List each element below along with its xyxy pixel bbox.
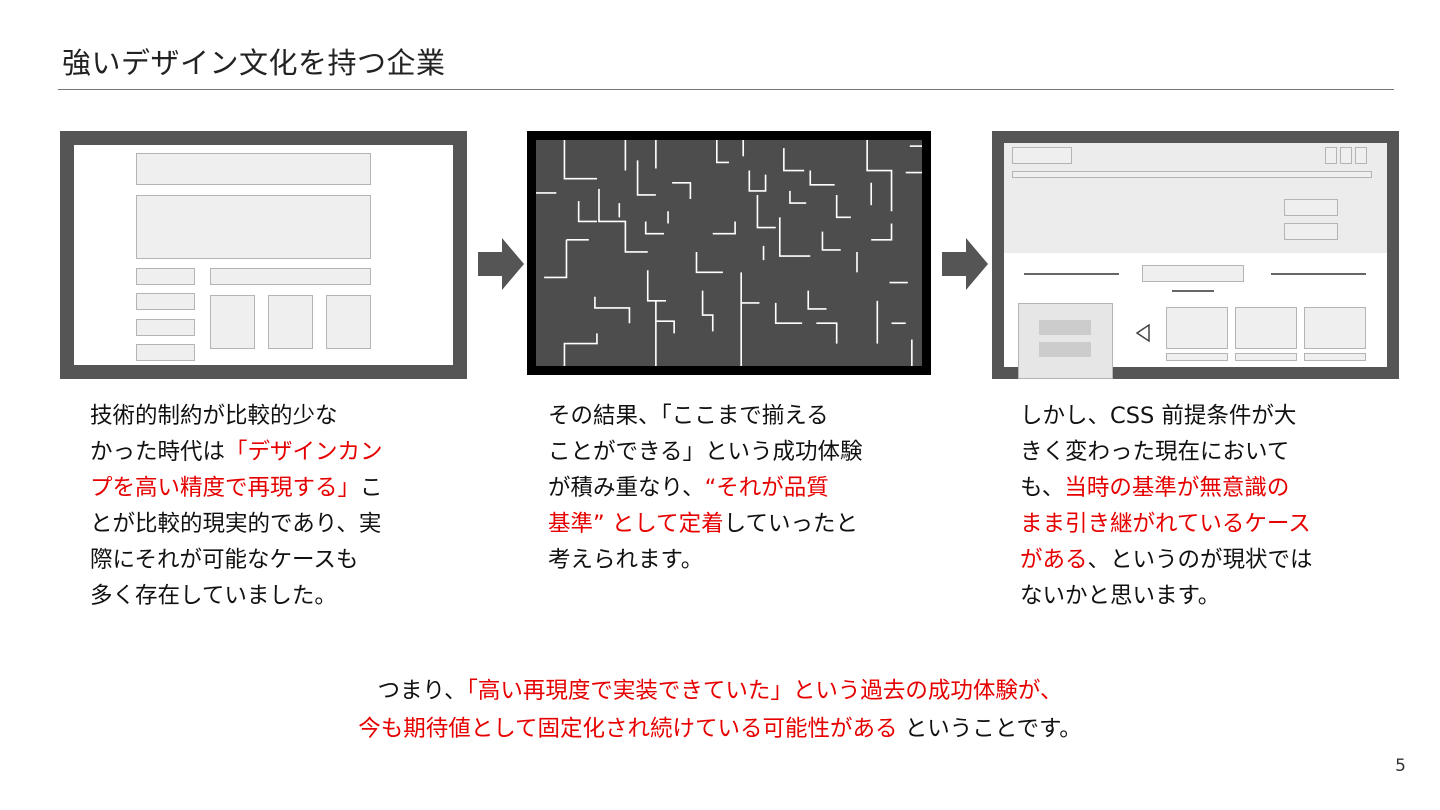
body-text: つまり、 (378, 678, 467, 704)
highlighted-text: 「デザインカン (225, 439, 383, 465)
text-line: その結果、「ここまで揃える (548, 398, 928, 434)
body-text: かった時代は (90, 439, 225, 465)
text-line: 多く存在していました。 (90, 578, 450, 614)
carousel-prev-arrow-icon (1135, 323, 1151, 343)
slide-title: 強いデザイン文化を持つ企業 (62, 40, 446, 82)
body-text: こ (360, 475, 383, 501)
page-number: 5 (1395, 756, 1406, 776)
window-control-icon (1340, 147, 1352, 164)
text-line: 考えられます。 (548, 542, 928, 578)
complex-maze-illustration (527, 131, 931, 375)
window-control-icon (1325, 147, 1337, 164)
body-text: 際にそれが可能なケースも (90, 547, 358, 573)
wireframe-sidebar-item (136, 319, 195, 336)
body-text: ことができる」という成功体験 (548, 439, 863, 465)
wireframe-logo-block (1012, 147, 1072, 164)
right-arrow-icon (942, 238, 988, 290)
title-divider (58, 89, 1394, 90)
body-text: 技術的制約が比較的少な (90, 403, 338, 429)
wireframe-header-block (136, 153, 371, 185)
wireframe-card (268, 295, 313, 349)
highlighted-text: “それが品質 (705, 475, 829, 501)
wireframe-sidebar-item (136, 344, 195, 361)
body-text: 、というのが現状では (1088, 547, 1313, 573)
body-text: していったと (724, 511, 858, 537)
wireframe-hero-button (1284, 223, 1338, 240)
wireframe-card (210, 295, 255, 349)
section-title-underline (1172, 290, 1214, 292)
wireframe-sidebar-item (136, 268, 195, 285)
text-line: とが比較的現実的であり、実 (90, 506, 450, 542)
highlighted-text: 当時の基準が無意識の (1064, 475, 1289, 501)
body-text: 考えられます。 (548, 547, 703, 573)
body-text: が積み重なり、 (548, 475, 705, 501)
wireframe-content-bar (210, 268, 371, 285)
traditional-layout-wireframe (60, 131, 467, 379)
description-past: 技術的制約が比較的少なかった時代は「デザインカンプを高い精度で再現する」ことが比… (90, 398, 450, 614)
body-text: も、 (1020, 475, 1064, 501)
text-line: 技術的制約が比較的少な (90, 398, 450, 434)
wireframe-carousel-card (1166, 307, 1228, 349)
highlighted-text: 今も期待値として固定化され続けている可能性がある (358, 716, 897, 742)
text-line: 今も期待値として固定化され続けている可能性がある ということです。 (0, 710, 1440, 748)
description-present: しかし、CSS 前提条件が大きく変わった現在においても、当時の基準が無意識のまま… (1020, 398, 1400, 614)
highlighted-text: まま引き継がれているケース (1020, 511, 1311, 537)
text-line: つまり、「高い再現度で実装できていた」という過去の成功体験が、 (0, 672, 1440, 710)
body-text: ないかと思います。 (1020, 583, 1220, 609)
wireframe-sidebar-item (136, 293, 195, 310)
body-text: しかし、CSS 前提条件が大 (1020, 403, 1296, 429)
highlighted-text: プを高い精度で再現する」 (90, 475, 360, 501)
window-control-icon (1355, 147, 1367, 164)
body-text: ということです。 (898, 716, 1082, 742)
highlighted-text: がある (1020, 547, 1088, 573)
wireframe-nav-bar (1012, 171, 1372, 178)
highlighted-text: 基準” として定着 (548, 511, 724, 537)
body-text: とが比較的現実的であり、実 (90, 511, 381, 537)
text-line: しかし、CSS 前提条件が大 (1020, 398, 1400, 434)
wireframe-feature-line (1039, 320, 1091, 335)
description-result: その結果、「ここまで揃えることができる」という成功体験が積み重なり、“それが品質… (548, 398, 928, 578)
text-line: も、当時の基準が無意識の (1020, 470, 1400, 506)
section-divider-right (1271, 273, 1366, 275)
wireframe-section-title (1142, 265, 1244, 282)
text-line: ないかと思います。 (1020, 578, 1400, 614)
body-text: 多く存在していました。 (90, 583, 337, 609)
body-text: きく変わった現在において (1020, 439, 1289, 465)
body-text: その結果、「ここまで揃える (548, 403, 829, 429)
highlighted-text: 「高い再現度で実装できていた」という過去の成功体験が、 (467, 678, 1063, 704)
text-line: がある、というのが現状では (1020, 542, 1400, 578)
right-arrow-icon (478, 238, 524, 290)
text-line: が積み重なり、“それが品質 (548, 470, 928, 506)
wireframe-card-caption (1166, 353, 1228, 361)
text-line: プを高い精度で再現する」こ (90, 470, 450, 506)
wireframe-hero-button (1284, 199, 1338, 216)
text-line: きく変わった現在において (1020, 434, 1400, 470)
text-line: 基準” として定着していったと (548, 506, 928, 542)
wireframe-carousel-card (1235, 307, 1297, 349)
text-line: ことができる」という成功体験 (548, 434, 928, 470)
wireframe-card-caption (1304, 353, 1366, 361)
wireframe-feature-box (1018, 303, 1113, 379)
wireframe-feature-line (1039, 342, 1091, 357)
section-divider-left (1024, 273, 1119, 275)
wireframe-carousel-card (1304, 307, 1366, 349)
conclusion-text: つまり、「高い再現度で実装できていた」という過去の成功体験が、今も期待値として固… (0, 672, 1440, 748)
text-line: 際にそれが可能なケースも (90, 542, 450, 578)
text-line: まま引き継がれているケース (1020, 506, 1400, 542)
maze-pattern (536, 140, 922, 366)
text-line: かった時代は「デザインカン (90, 434, 450, 470)
wireframe-card (326, 295, 371, 349)
modern-web-wireframe (992, 131, 1399, 379)
wireframe-card-caption (1235, 353, 1297, 361)
wireframe-hero-block (136, 195, 371, 259)
